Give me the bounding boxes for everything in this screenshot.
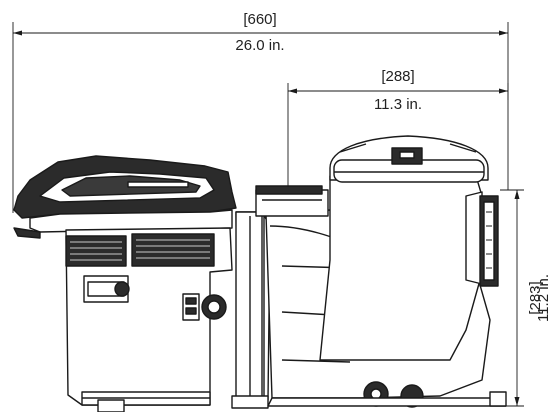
pump-illustration [13, 135, 507, 412]
overall-length-dimension [12, 22, 509, 213]
inlet-fitting [255, 185, 329, 217]
pump-base [267, 391, 507, 407]
outlet-union [465, 191, 499, 287]
strainer-housing [319, 135, 489, 361]
height-dimension-mm: [283] [527, 281, 544, 314]
overall-length-mm: [660] [243, 11, 276, 28]
mounting-flange [231, 211, 271, 409]
inlet-dimension [287, 83, 509, 190]
junction-box [182, 293, 227, 321]
inlet-dimension-mm: [288] [381, 68, 414, 85]
height-dimension-inches: 11.2 in. [535, 274, 552, 322]
controller-hood [13, 155, 237, 239]
overall-length-inches: 26.0 in. [235, 37, 284, 54]
vent-grille [70, 239, 210, 261]
inlet-dimension-inches: 11.3 in. [374, 96, 422, 113]
motor-housing [65, 227, 233, 412]
height-dimension [500, 189, 524, 407]
